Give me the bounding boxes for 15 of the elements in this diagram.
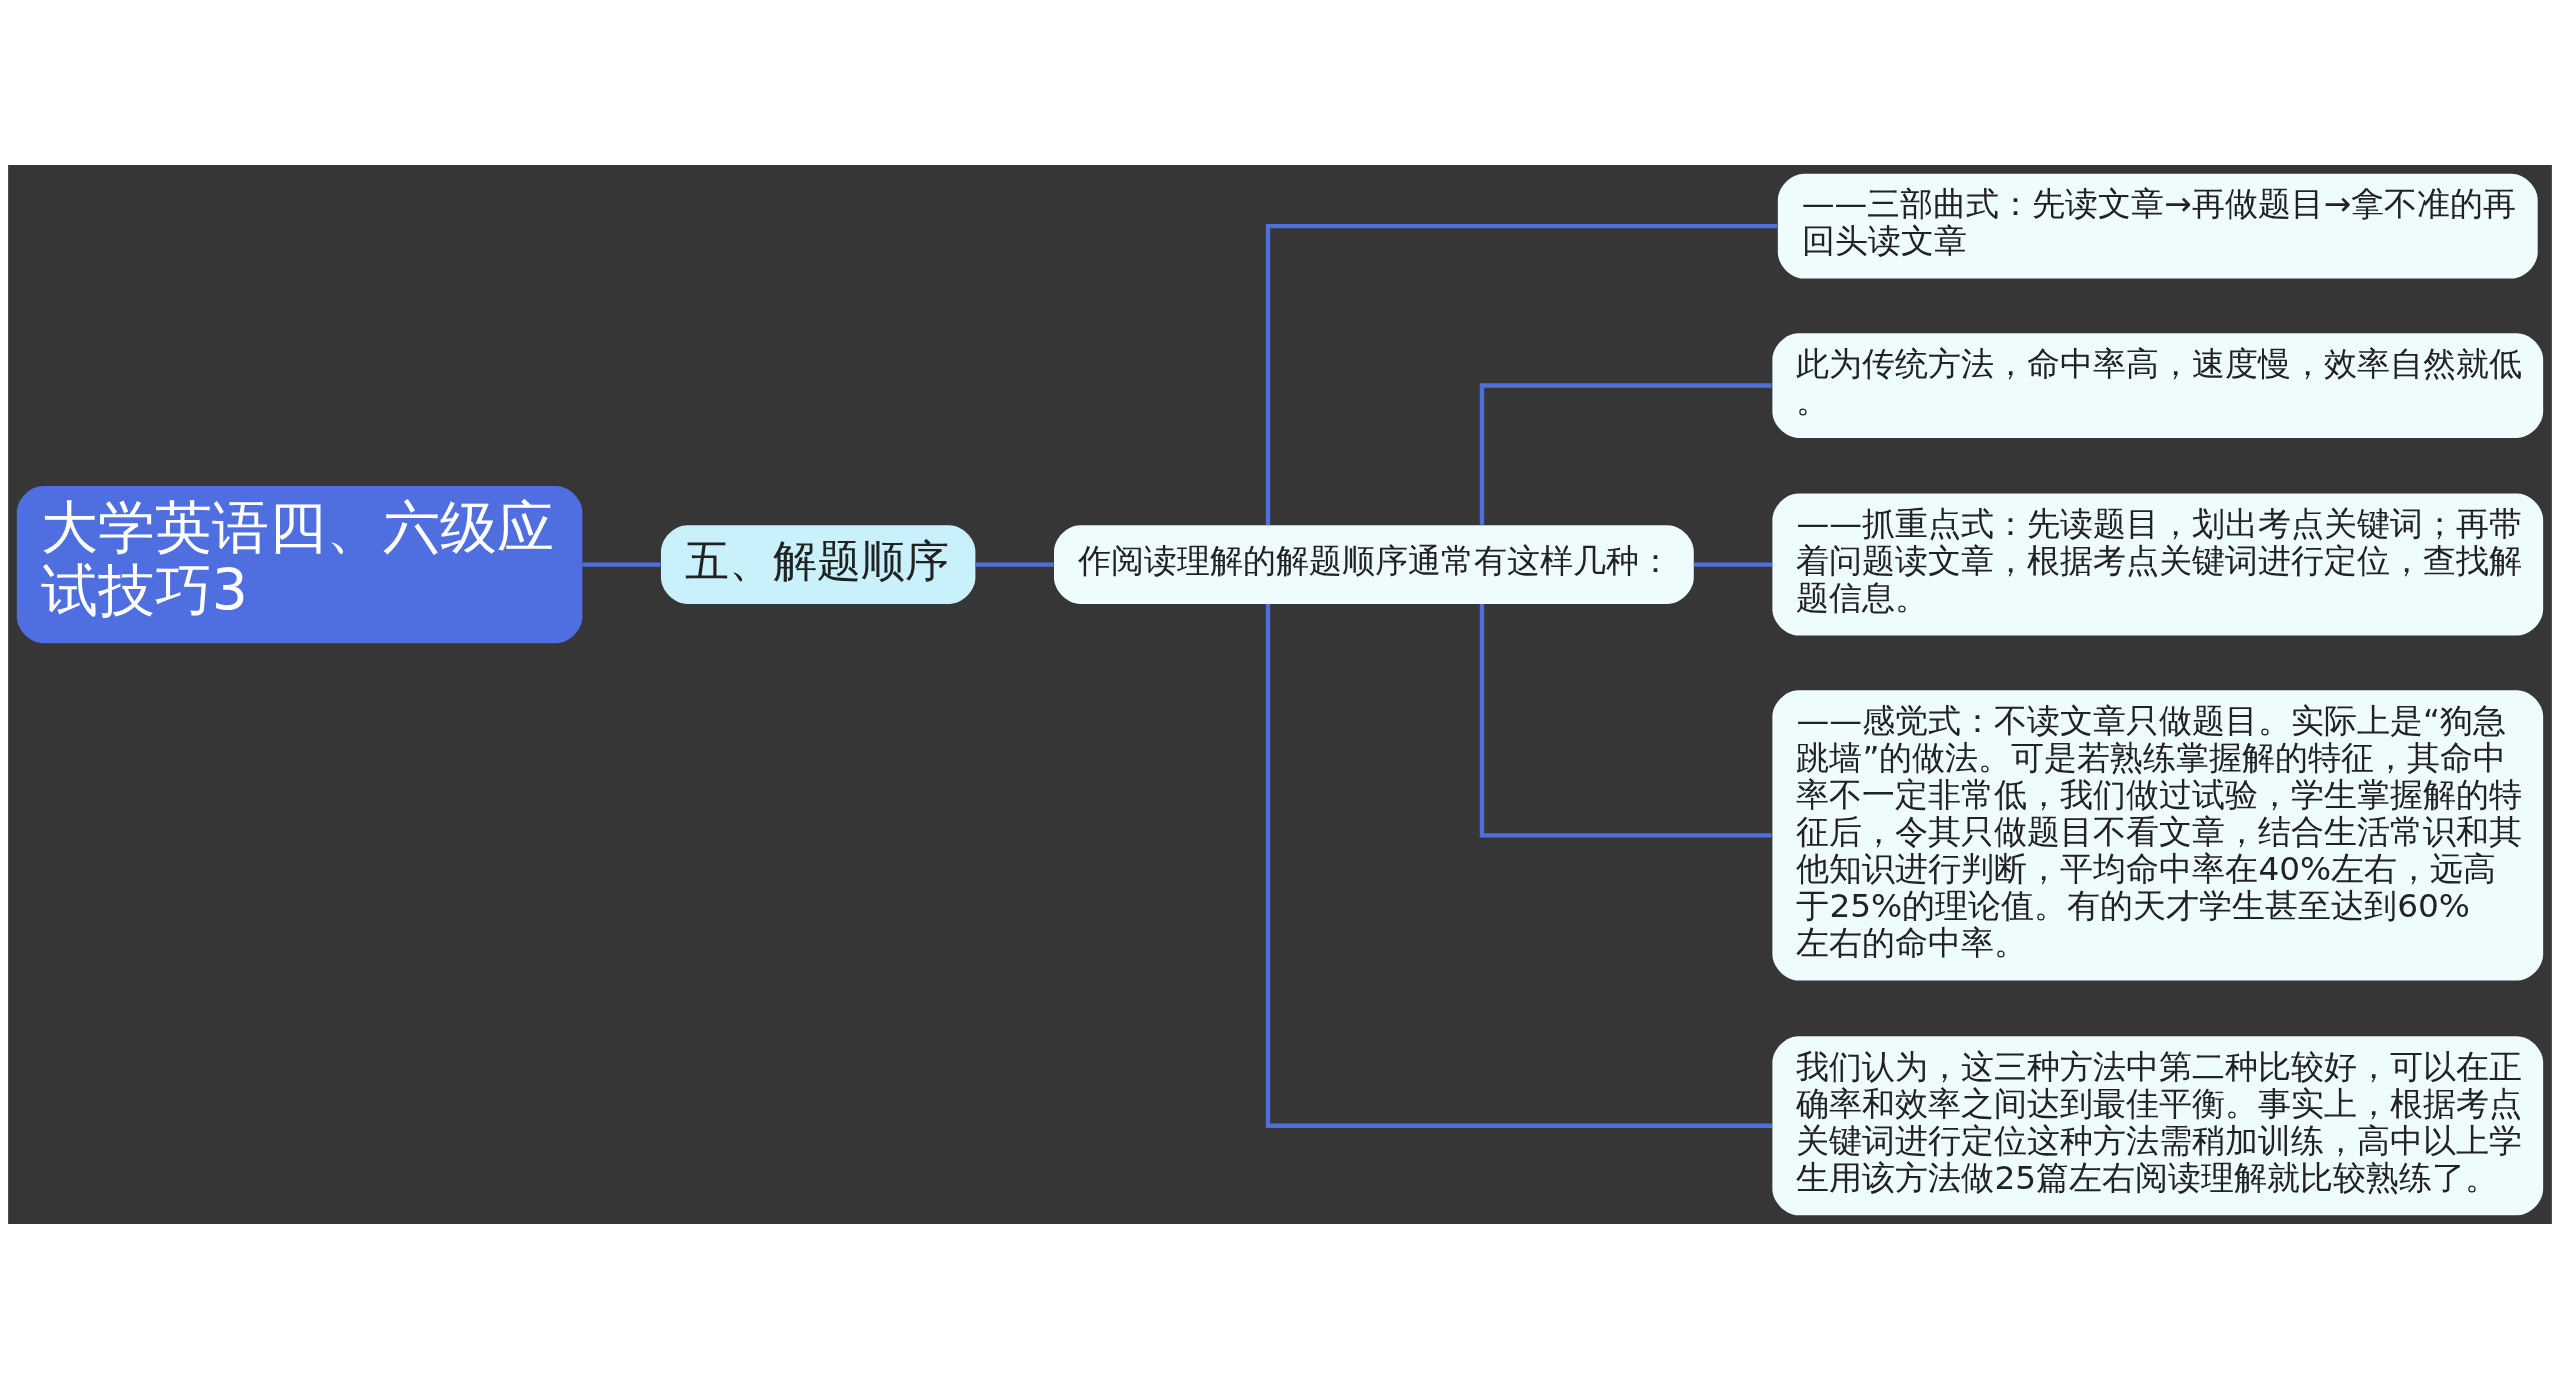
connector bbox=[1693, 562, 1773, 567]
node-box: ——感觉式：不读文章只做题目。实际上是“狗急跳墙”的做法。可是若熟练掌握解的特征，其命中率不一定非常低，我们做过试验，学生掌握解的特征后，令其只做题目不看文章，结合生活常识和其他知识进行判断，平均命中率在40%左右，远高于25%的理论值。有的天才学生甚至达到60%左右的命中率。 bbox=[1772, 690, 2544, 981]
node-box: 作阅读理解的解题顺序通常有这样几种： bbox=[1054, 525, 1694, 604]
node-box: 我们认为，这三种方法中第二种比较好，可以在正确率和效率之间达到最佳平衡。事实上，根据考点关键词进行定位这种方法需稍加训练，高中以上学生用该方法做25篇左右阅读理解就比较熟练了。 bbox=[1772, 1036, 2544, 1216]
connector bbox=[1479, 603, 1772, 838]
node-box: 五、解题顺序 bbox=[661, 525, 976, 604]
connector bbox=[1479, 383, 1772, 525]
connector bbox=[1265, 604, 1773, 1128]
node-box: ——三部曲式：先读文章→再做题目→拿不准的再回头读文章 bbox=[1777, 173, 2538, 279]
connector bbox=[975, 562, 1054, 567]
node-box: ——抓重点式：先读题目，划出考点关键词；再带着问题读文章，根据考点关键词进行定位，查找解题信息。 bbox=[1772, 493, 2544, 636]
connector bbox=[582, 562, 661, 567]
node-box: 此为传统方法，命中率高，速度慢，效率自然就低。 bbox=[1772, 333, 2544, 438]
node-box: 大学英语四、六级应试技巧3 bbox=[16, 486, 583, 644]
connector bbox=[1265, 223, 1778, 526]
